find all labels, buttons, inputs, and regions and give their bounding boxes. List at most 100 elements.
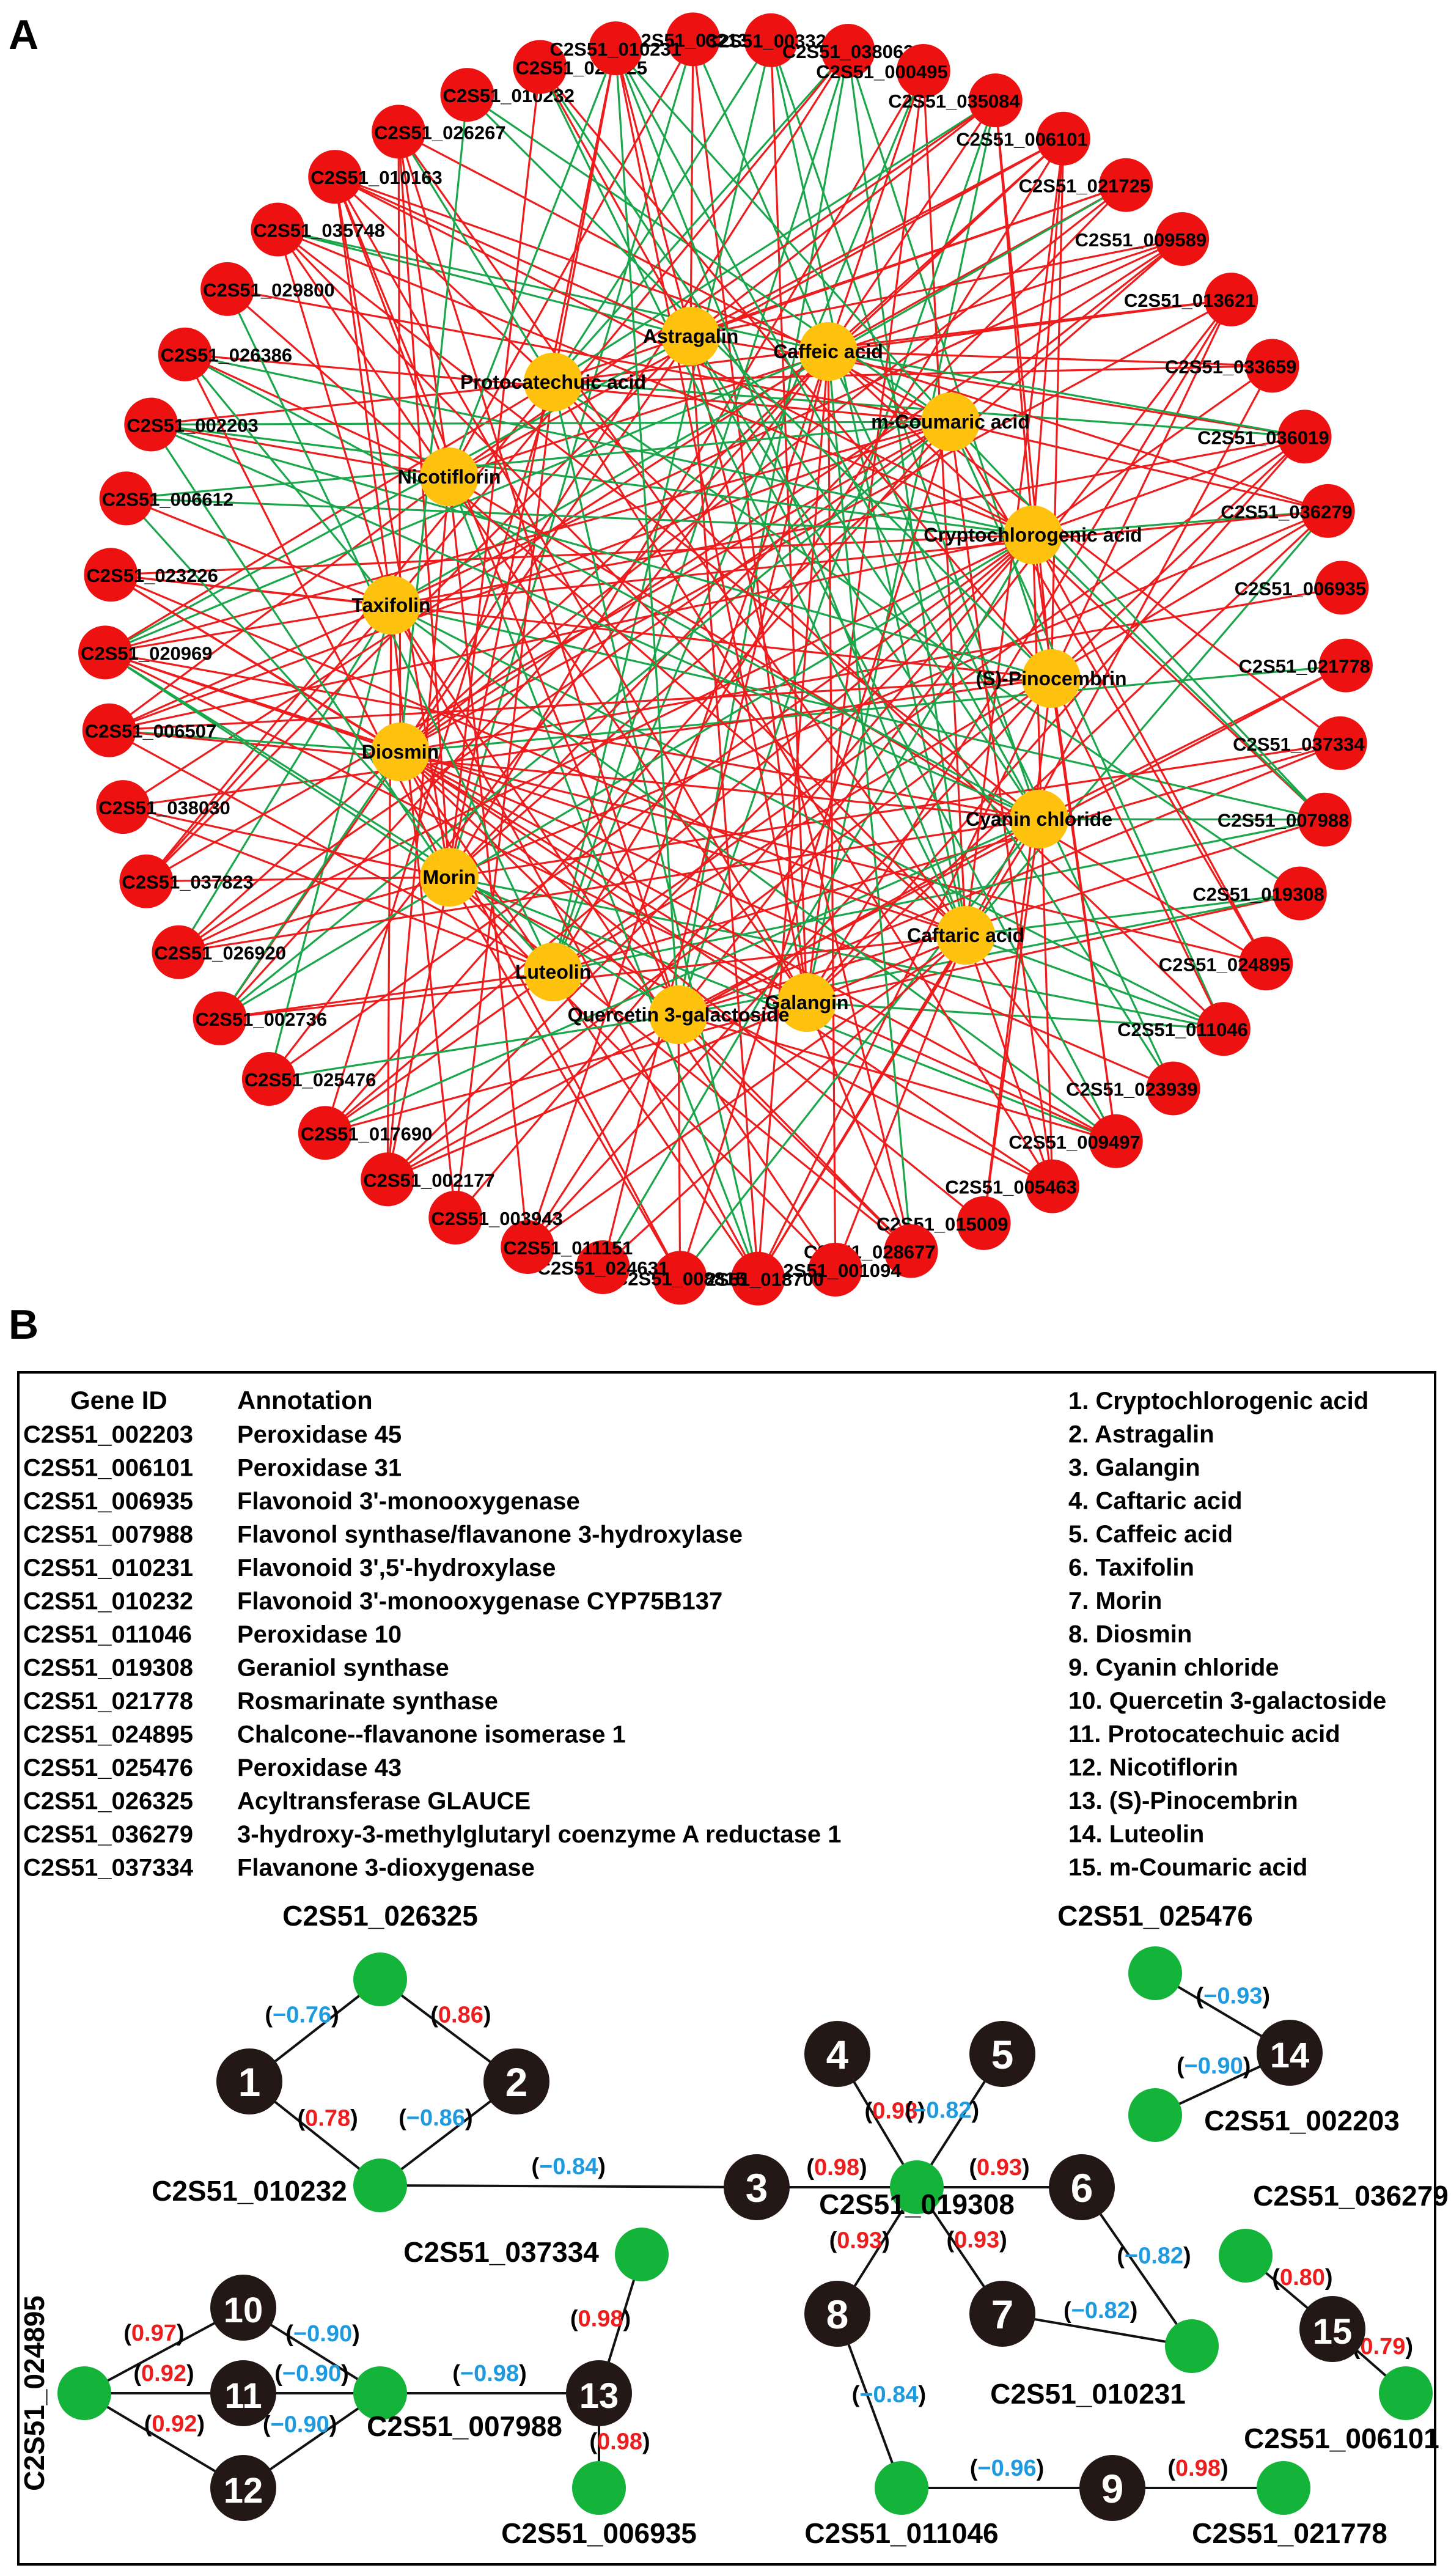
gene-label: C2S51_026267 [374,122,505,143]
positive-edge [123,677,1052,808]
metabolite-node [371,723,430,781]
gene-label: C2S51_033659 [1165,356,1296,377]
positive-edge [1050,678,1117,1142]
annotation-text: 3-hydroxy-3-methylglutaryl coenzyme A re… [237,1821,841,1848]
correlation-label: (−0.82) [1063,2298,1137,2324]
negative-edge [449,876,1224,1030]
metabolite-node [210,2455,276,2521]
negative-edge [219,534,1034,1020]
gene-label: C2S51_026920 [154,943,285,964]
gene-label: C2S51_011046 [804,2517,998,2549]
positive-edge [449,99,996,478]
correlation-label: (0.78) [298,2105,358,2131]
metabolite-node [210,2360,276,2426]
positive-edge [1032,365,1273,536]
positive-edge [334,176,450,477]
gene-node [615,2228,669,2281]
gene-node [501,1220,555,1274]
positive-edge [324,534,1034,1134]
correlation-label: (−0.84) [852,2382,926,2408]
positive-edge [1032,534,1054,1187]
annotation-gene-id: C2S51_002203 [23,1421,193,1448]
panel-b-frame [17,1371,1436,2566]
correlation-label: (−0.90) [285,2321,359,2347]
negative-edge [806,100,997,1003]
positive-edge [277,229,808,1003]
annotation-text: Peroxidase 10 [237,1621,402,1648]
positive-edge [227,288,967,937]
correlation-label: (−0.93) [1196,1984,1270,2009]
positive-edge [110,573,966,937]
annotation-text: Geraniol synthase [237,1655,449,1682]
negative-edge [770,40,1040,820]
positive-edge [827,70,925,352]
gene-node [1239,937,1293,991]
gene-label: C2S51_003943 [431,1208,562,1229]
positive-edge [806,1002,913,1252]
gene-label: C2S51_017690 [301,1123,432,1144]
gene-label: C2S51_036279 [1253,2180,1449,2212]
positive-edge [689,336,913,1251]
positive-edge [539,66,692,337]
negative-edge [400,664,1346,753]
metabolite-node [649,985,708,1044]
negative-edge [552,70,925,973]
gene-label: C2S51_006612 [102,488,233,510]
gene-node [57,2366,111,2420]
gene-node [251,202,305,257]
negative-edge [125,498,554,973]
gene-node [78,625,133,680]
gene-node [428,1190,483,1245]
positive-edge [108,476,450,731]
gene-label: C2S51_019308 [819,2188,1015,2220]
metabolite-label: Caffeic acid [773,340,883,362]
panel-a-letter: A [9,12,39,58]
annotation-gene-id: C2S51_019308 [23,1655,193,1682]
gene-label: C2S51_019308 [1192,884,1324,905]
metabolite-node [1079,2455,1145,2521]
gene-node [1128,1946,1182,2000]
gene-node [957,1196,1011,1250]
negative-edge [391,604,1117,1143]
annotation-gene-id: C2S51_025476 [23,1754,193,1781]
positive-edge [552,138,1065,973]
positive-edge [806,436,1306,1004]
correlation-label: (−0.98) [452,2361,526,2386]
correlation-label: (0.98) [806,2155,867,2180]
metabolite-number: 8 [826,2292,849,2337]
gene-label: C2S51_011151 [503,1237,633,1259]
metabolite-node [524,353,582,411]
negative-edge [277,228,829,353]
correlation-label: (0.97) [123,2320,184,2346]
metabolite-node [1004,506,1062,564]
metabolite-node [804,2021,870,2087]
positive-edge [1050,436,1306,680]
positive-edge [108,729,554,973]
positive-edge [449,742,1340,878]
correlation-label: (0.92) [144,2411,205,2437]
positive-edge [391,435,1305,606]
positive-edge [539,66,1052,680]
gene-label: C2S51_010231 [550,39,681,60]
subnetwork-gene-labels: C2S51_026325C2S51_010232C2S51_025476C2S5… [18,1900,1449,2549]
positive-edge [178,751,402,953]
gene-label: C2S51_026325 [282,1900,478,1932]
positive-edge [1032,534,1267,965]
negative-edge [105,350,829,653]
positive-edge [387,1001,807,1180]
metabolite-node [210,2275,276,2341]
positive-edge [397,131,450,878]
negative-edge [552,381,759,1279]
positive-edge [146,876,450,883]
positive-edge [690,238,1183,337]
annotation-gene-id: C2S51_010232 [23,1588,193,1615]
positive-edge [449,138,1064,478]
negative-edge [105,652,450,878]
positive-edge [109,604,392,732]
gene-node [731,1251,785,1306]
positive-edge [391,510,1328,606]
metabolite-number: 1 [238,2059,261,2105]
positive-edge [334,175,691,337]
gene-label: C2S51_029800 [203,279,334,301]
correlation-label: (0.93) [947,2227,1007,2253]
